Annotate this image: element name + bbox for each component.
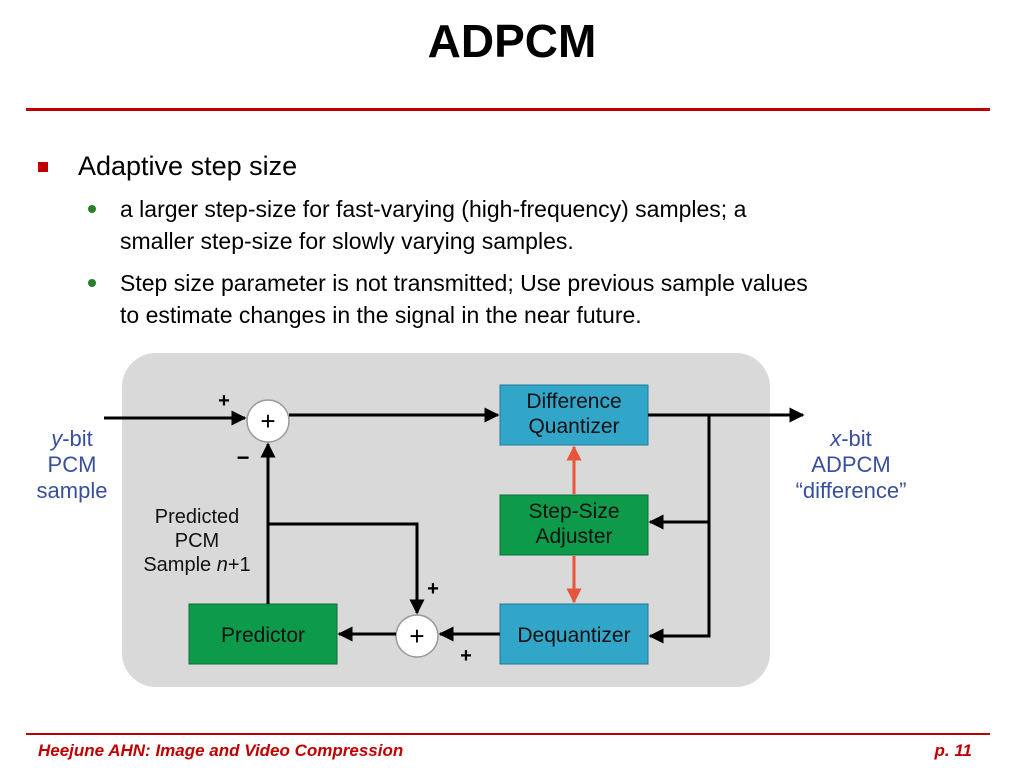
title-divider	[26, 108, 990, 111]
input-label-line-3: sample	[37, 478, 108, 503]
round-bullet-icon	[88, 279, 96, 287]
sub-bullet-1-line-2: smaller step-size for slowly varying sam…	[120, 228, 574, 254]
predictor-block: Predictor	[188, 603, 338, 665]
input-bit-suffix: -bit	[62, 426, 93, 451]
input-bit-variable: y	[49, 426, 64, 451]
quantizer-label-line-1: Difference	[526, 390, 621, 413]
plus-sign: +	[427, 578, 439, 600]
predicted-sample-label: Predicted PCM Sample n+1	[143, 506, 250, 576]
predicted-label-line-2: PCM	[175, 530, 219, 552]
predicted-label-prefix: Sample	[143, 554, 216, 576]
footer-divider	[26, 733, 990, 735]
step-size-adjuster-block: Step-Size Adjuster	[499, 494, 649, 556]
square-bullet-icon	[38, 162, 48, 172]
output-label-line-2: ADPCM	[811, 452, 890, 477]
round-bullet-icon	[88, 205, 96, 213]
input-label-line-2: PCM	[48, 452, 97, 477]
step-size-label-line-1: Step-Size	[528, 500, 619, 523]
predicted-label-variable: n	[217, 554, 228, 576]
footer-course-title: Heejune AHN: Image and Video Compression	[38, 741, 404, 760]
step-size-label-line-2: Adjuster	[535, 525, 612, 548]
minus-sign: −	[237, 445, 250, 470]
svg-text:y-bit: y-bit	[49, 426, 93, 451]
dequantizer-label: Dequantizer	[517, 624, 630, 647]
footer-page-number: p. 11	[934, 741, 972, 760]
bullet-text: Adaptive step size	[78, 151, 298, 181]
plus-sign: +	[218, 390, 230, 412]
summer-symbol: +	[409, 621, 424, 651]
predicted-label-suffix: +1	[228, 554, 251, 576]
sub-bullet-1-line-1: a larger step-size for fast-varying (hig…	[120, 196, 747, 222]
signal-wires	[104, 407, 805, 644]
top-summing-junction: +	[246, 399, 290, 443]
slide-title: ADPCM	[427, 15, 597, 67]
predicted-label-line-1: Predicted	[155, 506, 240, 528]
predictor-label: Predictor	[221, 624, 305, 647]
summer-symbol: +	[260, 406, 275, 436]
plus-sign: +	[460, 645, 472, 667]
sub-bullet-2-line-1: Step size parameter is not transmitted; …	[120, 270, 808, 296]
output-bit-suffix: -bit	[841, 426, 872, 451]
output-label: x-bit ADPCM “difference”	[796, 426, 907, 503]
svg-text:x-bit: x-bit	[829, 426, 872, 451]
svg-text:Sample n+1: Sample n+1	[143, 554, 250, 576]
quantizer-label-line-2: Quantizer	[528, 415, 619, 438]
output-bit-variable: x	[829, 426, 842, 451]
dequantizer-block: Dequantizer	[499, 603, 649, 665]
output-label-line-3: “difference”	[796, 478, 907, 503]
input-label: y-bit PCM sample	[37, 426, 108, 503]
sub-bullet-2-line-2: to estimate changes in the signal in the…	[120, 302, 642, 328]
bottom-summing-junction: +	[395, 614, 439, 658]
difference-quantizer-block: Difference Quantizer	[499, 384, 649, 446]
